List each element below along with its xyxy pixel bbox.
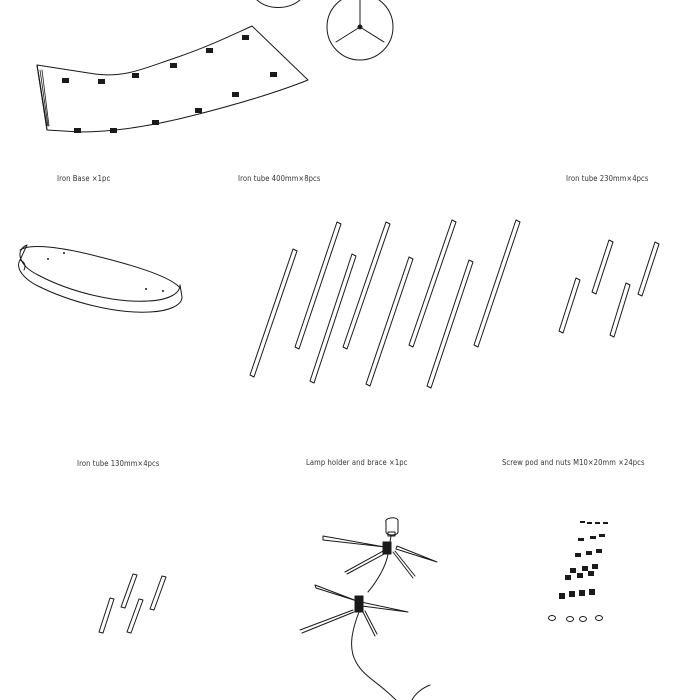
- caption-lamp-holder: Lamp holder and brace ×1pc: [306, 458, 408, 467]
- lamp-holder-illustration: [299, 517, 438, 700]
- tube-230-illustration: [558, 239, 660, 338]
- shade-rings-illustration: [256, 0, 394, 61]
- curved-strip-illustration: [36, 25, 309, 133]
- iron-base-illustration: [18, 244, 183, 313]
- caption-iron-tube-230: Iron tube 230mm×4pcs: [566, 174, 649, 183]
- tube-130-illustration: [98, 573, 167, 634]
- caption-iron-base: Iron Base ×1pc: [57, 174, 111, 183]
- tube-400-illustration: [249, 219, 521, 389]
- screw-pod-illustration: [548, 521, 608, 622]
- caption-screw-pod: Screw pod and nuts M10×20mm ×24pcs: [502, 458, 645, 467]
- caption-iron-tube-400: Iron tube 400mm×8pcs: [238, 174, 321, 183]
- caption-iron-tube-130: Iron tube 130mm×4pcs: [77, 459, 160, 468]
